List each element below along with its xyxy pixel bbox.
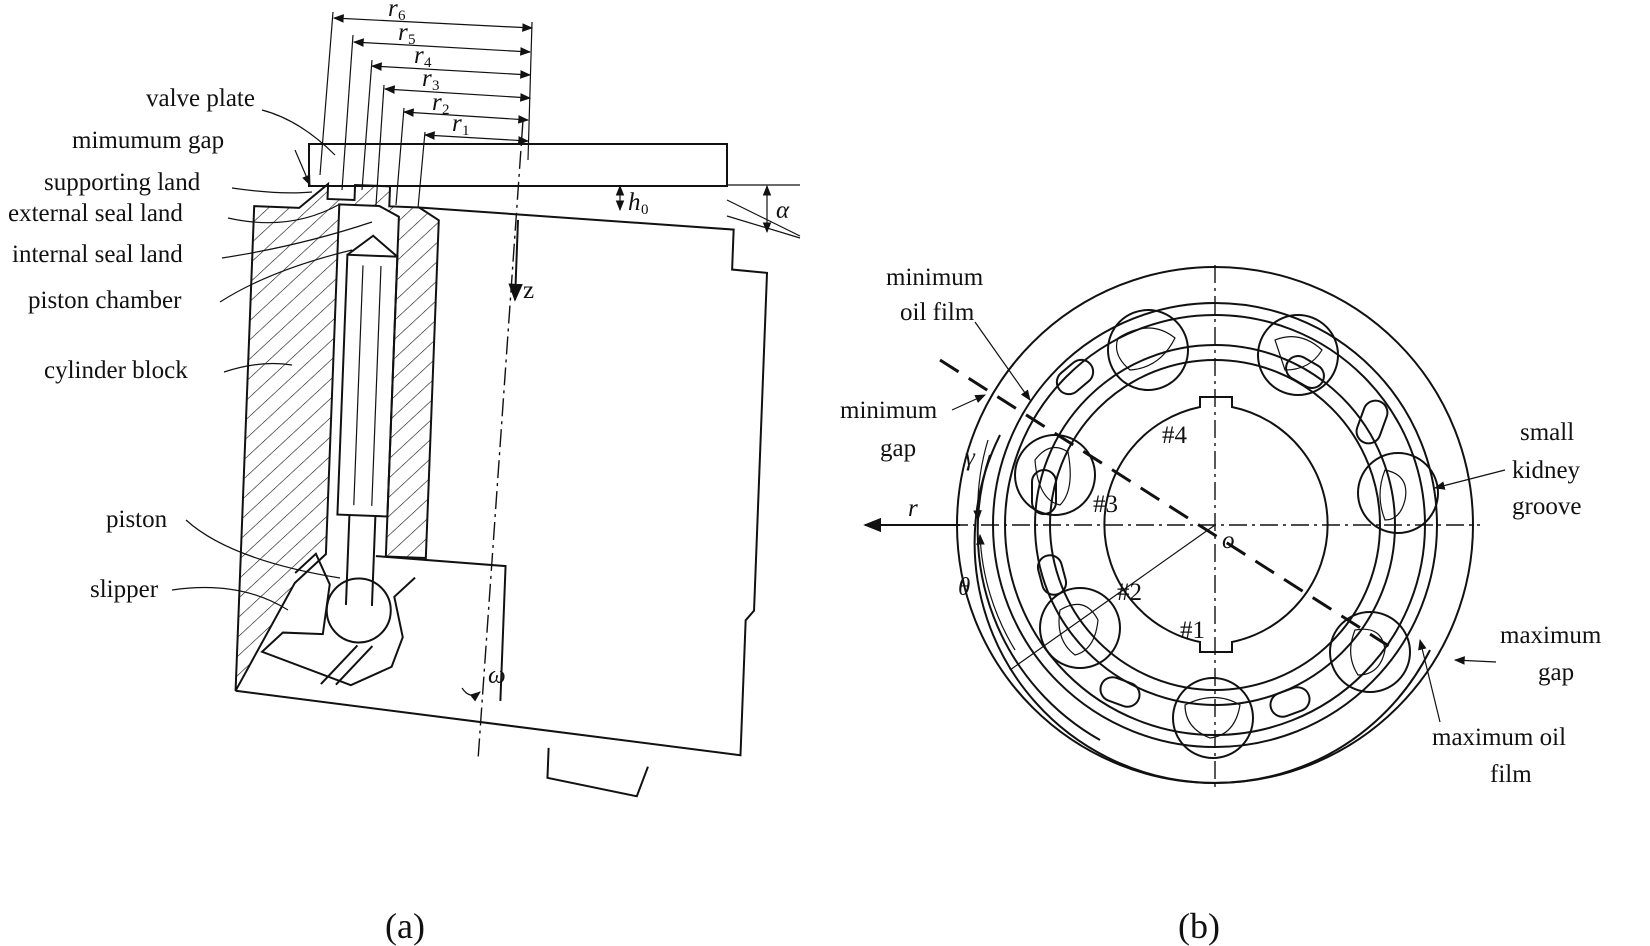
- label-piston-chamber: piston chamber: [28, 287, 182, 314]
- svg-text:r: r: [422, 65, 432, 92]
- label-minimum-gap-b: minimum gap: [840, 397, 938, 462]
- svg-text:2: 2: [442, 102, 450, 118]
- svg-text:0: 0: [641, 202, 649, 218]
- alpha-symbol: α: [776, 197, 790, 224]
- svg-text:kidney: kidney: [1512, 457, 1581, 484]
- svg-text:r: r: [388, 0, 398, 22]
- central-bore: [1103, 396, 1329, 653]
- label-external-seal-land: external seal land: [8, 200, 183, 227]
- svg-text:r: r: [398, 19, 408, 46]
- svg-text:r: r: [414, 42, 424, 69]
- label-internal-seal-land: internal seal land: [12, 241, 183, 268]
- svg-text:oil film: oil film: [900, 299, 975, 326]
- svg-text:6: 6: [398, 8, 406, 24]
- caption-a: (a): [385, 906, 425, 946]
- port-1: #1: [1180, 617, 1205, 644]
- svg-text:3: 3: [432, 78, 440, 94]
- caption-b: (b): [1178, 906, 1220, 946]
- label-maximum-gap: maximum gap: [1500, 622, 1602, 686]
- kidney-grooves: [1031, 355, 1389, 718]
- svg-text:gap: gap: [880, 435, 916, 462]
- label-piston: piston: [106, 506, 168, 533]
- svg-text:film: film: [1490, 761, 1532, 788]
- radius-dimensions: [319, 11, 534, 209]
- svg-text:h: h: [628, 189, 641, 216]
- label-cylinder-block: cylinder block: [44, 357, 188, 384]
- omega-arrow: [461, 687, 481, 702]
- panel-b: r o #4 #3 #2 #1 γ θ minimum oil film min…: [840, 264, 1602, 946]
- z-axis-line: [477, 119, 524, 761]
- port-2: #2: [1117, 579, 1142, 606]
- label-supporting-land: supporting land: [44, 169, 201, 196]
- svg-text:5: 5: [408, 32, 416, 48]
- svg-text:r: r: [452, 110, 462, 137]
- svg-text:maximum oil: maximum oil: [1432, 724, 1566, 751]
- svg-text:1: 1: [462, 123, 470, 139]
- label-maximum-oil-film: maximum oil film: [1432, 724, 1566, 788]
- min-max-line: [939, 358, 1396, 652]
- svg-text:maximum: maximum: [1500, 622, 1602, 649]
- port-3: #3: [1093, 491, 1118, 518]
- r-symbol: r: [908, 495, 918, 522]
- valve-plate-rect: [308, 143, 728, 187]
- svg-text:4: 4: [424, 55, 432, 71]
- o-symbol: o: [1222, 527, 1235, 554]
- label-small-kidney-groove: small kidney groove: [1512, 419, 1581, 520]
- port-4: #4: [1162, 422, 1188, 449]
- svg-text:groove: groove: [1512, 493, 1581, 520]
- label-valve-plate: valve plate: [146, 85, 255, 112]
- label-minimum-gap: mimumum gap: [72, 127, 224, 154]
- svg-text:gap: gap: [1538, 659, 1574, 686]
- cylinder-block-shape: [234, 181, 769, 798]
- svg-text:minimum: minimum: [840, 397, 938, 424]
- z-symbol: z: [523, 277, 534, 304]
- svg-text:small: small: [1520, 419, 1574, 446]
- omega-symbol: ω: [488, 662, 506, 689]
- svg-text:r: r: [432, 89, 442, 116]
- label-minimum-oil-film: minimum oil film: [886, 264, 984, 326]
- label-slipper: slipper: [90, 576, 159, 603]
- z-arrow: [508, 219, 523, 302]
- gamma-symbol: γ: [965, 444, 976, 471]
- svg-text:minimum: minimum: [886, 264, 984, 291]
- theta-symbol: θ: [958, 574, 970, 601]
